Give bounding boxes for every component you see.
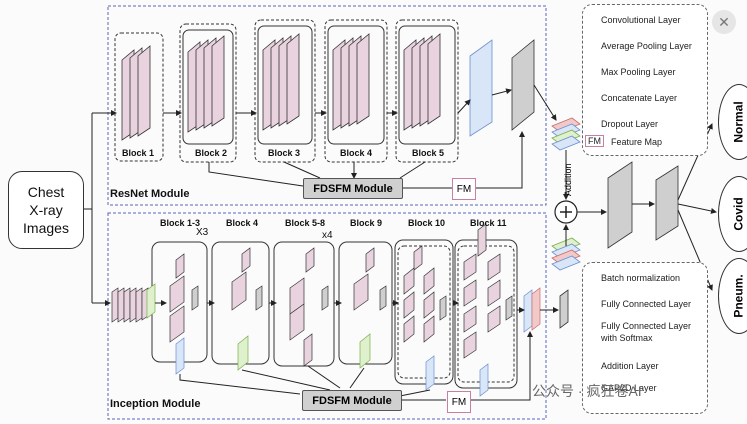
legend-bottom: Batch normalization Fully Connected Laye… xyxy=(582,262,708,414)
legend-fc: Fully Connected Layer xyxy=(601,299,692,309)
resnet-block-solid-borders xyxy=(182,25,456,145)
inception-feature-map: FM xyxy=(447,391,471,413)
inception-block-5-8-label: Block 5-8 xyxy=(285,218,326,228)
resnet-flow-arrows xyxy=(163,84,557,189)
output-covid-label: Covid xyxy=(732,197,746,231)
output-normal: Normal xyxy=(718,84,747,160)
legend-conv: Convolutional Layer xyxy=(601,15,681,25)
inception-internal-layers xyxy=(169,223,541,397)
legend-max-pool: Max Pooling Layer xyxy=(601,67,676,77)
inception-flow-arrows xyxy=(155,300,559,401)
legend-fc-softmax-2: with Softmax xyxy=(601,333,653,343)
resnet-module-label: ResNet Module xyxy=(110,188,190,200)
resnet-conv-layers xyxy=(121,33,535,141)
resnet-block-4-label: Block 4 xyxy=(340,148,373,158)
resnet-block-1-label: Block 1 xyxy=(122,148,155,158)
output-pneumonia-label: Pneum. xyxy=(732,274,746,318)
inception-block-4-label: Block 4 xyxy=(226,218,259,228)
input-line-3: Images xyxy=(23,220,69,236)
resnet-block-3-label: Block 3 xyxy=(268,148,301,158)
resnet-block-2-label: Block 2 xyxy=(195,148,228,158)
inception-module-border xyxy=(107,212,547,420)
addition-label: Addition xyxy=(563,163,573,196)
resnet-block-5-label: Block 5 xyxy=(412,148,445,158)
legend-feature-map: Feature Map xyxy=(611,137,663,147)
legend-fm-symbol: FM xyxy=(585,135,604,147)
resnet-module-border xyxy=(107,5,547,206)
output-covid: Covid xyxy=(718,176,747,252)
legend-fc-softmax: Fully Connected Layer xyxy=(601,321,692,331)
output-normal-label: Normal xyxy=(732,101,746,143)
watermark: 公众号 · 疯狂卷AI xyxy=(532,383,642,399)
close-icon[interactable]: ✕ xyxy=(712,10,736,34)
inception-module-label: Inception Module xyxy=(110,398,201,410)
inception-repeat-x3: X3 xyxy=(196,227,209,238)
legend-top: Convolutional Layer Average Pooling Laye… xyxy=(582,4,708,156)
legend-addition: Addition Layer xyxy=(601,361,659,371)
inception-fdsfm-module: FDSFM Module xyxy=(302,390,402,411)
input-line-2: X-ray xyxy=(29,202,63,218)
input-line-1: Chest xyxy=(27,184,65,200)
legend-avg-pool: Average Pooling Layer xyxy=(601,41,692,51)
inception-stem-layers xyxy=(111,283,156,323)
addition-plus xyxy=(560,206,572,218)
inception-repeat-x4: x4 xyxy=(322,230,333,241)
input-node: Chest X-ray Images xyxy=(8,171,84,249)
resnet-block-borders xyxy=(114,19,459,163)
output-pneumonia: Pneum. xyxy=(718,258,747,334)
legend-dropout: Dropout Layer xyxy=(601,119,659,129)
inception-block-9-label: Block 9 xyxy=(350,218,383,228)
inception-block-1-3-label: Block 1-3 xyxy=(160,218,201,228)
legend-concat: Concatenate Layer xyxy=(601,93,678,103)
inception-block-10-label: Block 10 xyxy=(408,218,446,228)
fusion-layers xyxy=(551,117,679,329)
input-connectors xyxy=(82,110,117,306)
legend-gap2d: GAP2D Layer xyxy=(601,383,657,393)
inception-block-11-label: Block 11 xyxy=(470,218,507,228)
legend-batchnorm: Batch normalization xyxy=(601,273,681,283)
resnet-feature-map: FM xyxy=(452,178,476,200)
resnet-fdsfm-module: FDSFM Module xyxy=(303,178,403,199)
inception-block-borders xyxy=(151,239,518,389)
